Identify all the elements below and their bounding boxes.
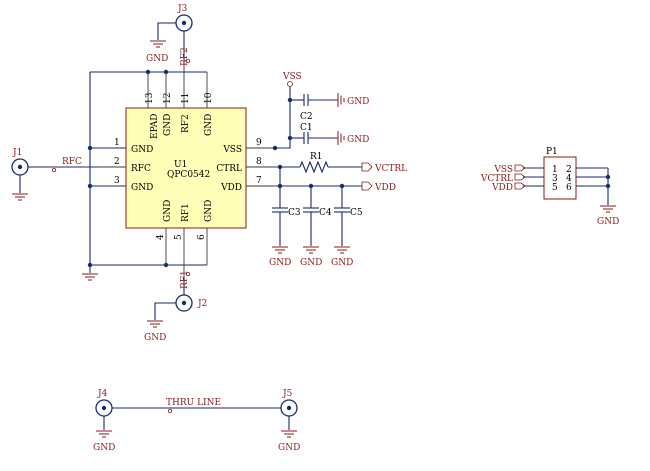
u1-body: [125, 107, 247, 229]
j1-ground-symbol: [11, 193, 29, 201]
p1-pin6: 6: [566, 183, 572, 193]
c4-ground-symbol: [302, 246, 320, 254]
u1-part-number: QPC0542: [167, 170, 210, 180]
net-rf2-label: RF2: [180, 47, 190, 66]
net-vdd-label: VDD: [374, 183, 396, 193]
j2-ground-symbol: [146, 320, 164, 328]
j5-gnd-label: GND: [278, 443, 300, 453]
u1-pin6-name: GND: [204, 200, 214, 222]
j3-gnd-label: GND: [146, 54, 168, 64]
u1-ground-symbol: [81, 273, 99, 281]
p1-header: [523, 156, 611, 205]
c2-ground-symbol: [337, 92, 345, 108]
u1-pin3-name: GND: [131, 183, 153, 193]
u1-pin8-name: CTRL: [216, 164, 242, 174]
u1-pin7-name: VDD: [220, 183, 242, 193]
c3-designator: C3: [288, 208, 301, 218]
c2-gnd-label: GND: [347, 97, 369, 107]
c5-gnd-label: GND: [331, 258, 353, 268]
u1-pin11-name: RF2: [181, 114, 191, 133]
p1-designator: P1: [546, 147, 558, 157]
u1-pin10-number: 10: [204, 92, 214, 104]
j3-connector: [157, 14, 193, 64]
capacitor-c3: [272, 207, 288, 246]
net-thru-line-label: THRU LINE: [166, 398, 221, 408]
u1-side-pin-leads: [98, 147, 280, 187]
j4-ground-symbol: [95, 430, 113, 438]
j5-designator: J5: [282, 389, 293, 399]
u1-pin2-number: 2: [114, 157, 120, 167]
u1-pin12-number: 12: [163, 93, 173, 104]
j5-ground-symbol: [280, 430, 298, 438]
p1-pin4: 4: [566, 174, 572, 184]
u1-pin12-name: GND: [163, 114, 173, 136]
u1-pin9-name: VSS: [222, 145, 242, 155]
capacitor-c4: [303, 207, 319, 246]
j2-connector: [154, 271, 193, 320]
c1-ground-symbol: [337, 130, 345, 146]
p1-port-vss: VSS: [493, 165, 513, 175]
p1-pin1: 1: [552, 165, 558, 175]
u1-pin7-number: 7: [256, 176, 262, 186]
u1-pin5-name: RF1: [181, 203, 191, 222]
capacitor-c2: [300, 94, 338, 106]
capacitor-c1: [300, 132, 338, 144]
resistor-r1: [277, 160, 362, 174]
j1-connector: [11, 158, 98, 193]
net-vss-label: VSS: [282, 72, 302, 82]
u1-pin8-number: 8: [256, 157, 262, 167]
u1-top-pin-leads: [147, 60, 208, 108]
capacitor-c5: [334, 207, 350, 246]
u1-pin11-number: 11: [181, 93, 191, 104]
c2-designator: C2: [300, 112, 313, 122]
p1-pin5: 5: [552, 183, 558, 193]
j1-designator: J1: [12, 148, 22, 158]
u1-pin6-number: 6: [197, 234, 207, 240]
u1-designator: U1: [174, 160, 187, 170]
u1-pin9-number: 9: [256, 138, 262, 148]
p1-ground-symbol: [599, 205, 617, 213]
j2-designator: J2: [197, 299, 207, 309]
u1-pin10-name: GND: [204, 114, 214, 136]
u1-pin1-name: GND: [131, 145, 153, 155]
net-rf1-label: RF1: [180, 270, 190, 289]
c3-gnd-label: GND: [269, 258, 291, 268]
u1-pin2-name: RFC: [131, 164, 151, 174]
u1-pin4-name: GND: [163, 200, 173, 222]
u1-pin4-number: 4: [156, 234, 166, 240]
u1-pin13-number: 13: [145, 92, 155, 104]
j4-gnd-label: GND: [93, 443, 115, 453]
thru-line: [95, 399, 298, 430]
net-rfc-label: RFC: [62, 157, 82, 167]
j3-designator: J3: [177, 4, 188, 14]
j3-ground-symbol: [149, 40, 167, 48]
vctrl-port: [361, 162, 373, 172]
j4-designator: J4: [97, 389, 108, 399]
u1-bottom-pin-leads: [165, 228, 208, 278]
u1-pin3-number: 3: [114, 176, 120, 186]
c5-designator: C5: [350, 208, 363, 218]
vss-network: [272, 81, 300, 151]
p1-pin3: 3: [552, 174, 558, 184]
j2-gnd-label: GND: [144, 333, 166, 343]
net-vctrl-label: VCTRL: [374, 164, 407, 174]
c5-ground-symbol: [333, 246, 351, 254]
p1-port-vctrl: VCTRL: [480, 174, 513, 184]
c3-ground-symbol: [271, 246, 289, 254]
p1-gnd-label: GND: [597, 217, 619, 227]
u1-pin5-number: 5: [174, 234, 184, 240]
r1-designator: R1: [310, 152, 323, 162]
vdd-port: [361, 181, 373, 191]
c4-gnd-label: GND: [300, 258, 322, 268]
p1-port-vdd: VDD: [491, 183, 513, 193]
p1-ports: [514, 164, 526, 190]
u1-pin1-number: 1: [114, 138, 120, 148]
p1-pin2: 2: [566, 165, 572, 175]
c1-gnd-label: GND: [347, 135, 369, 145]
u1-pin13-name: EPAD: [150, 113, 160, 139]
c4-designator: C4: [319, 208, 332, 218]
vdd-network: [277, 167, 362, 208]
c1-designator: C1: [300, 123, 313, 133]
